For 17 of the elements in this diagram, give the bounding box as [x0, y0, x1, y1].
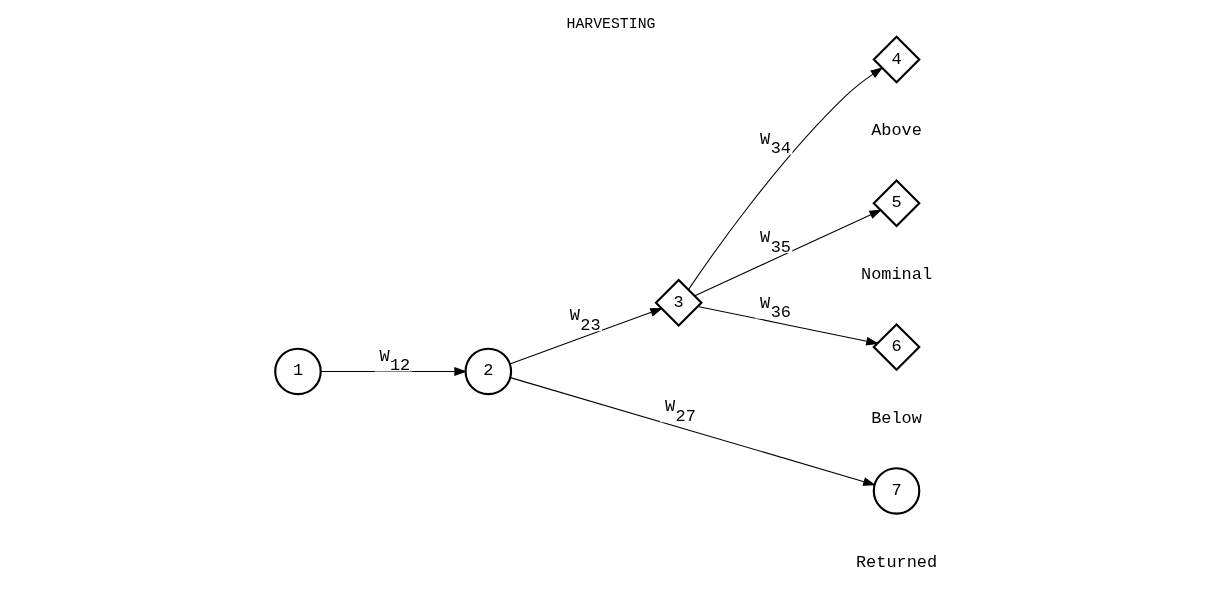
- arrow: [687, 67, 884, 291]
- node-circle: 7: [872, 467, 921, 515]
- arrow: [509, 308, 663, 365]
- arrow: [697, 305, 879, 346]
- node-label: Above: [871, 121, 922, 141]
- arrow: [694, 209, 883, 297]
- node-circle: 2: [464, 347, 513, 396]
- diagram-title: HARVESTING: [566, 16, 656, 33]
- node-label: Nominal: [861, 265, 933, 285]
- node-diamond: 5: [872, 179, 921, 228]
- node-label: Returned: [855, 552, 938, 572]
- node-diamond: 6: [872, 322, 921, 372]
- node-label: Below: [871, 409, 922, 429]
- node-circle: 1: [274, 347, 322, 396]
- node-diamond: 3: [654, 278, 703, 327]
- arrow: [320, 367, 468, 376]
- arrow: [509, 377, 876, 486]
